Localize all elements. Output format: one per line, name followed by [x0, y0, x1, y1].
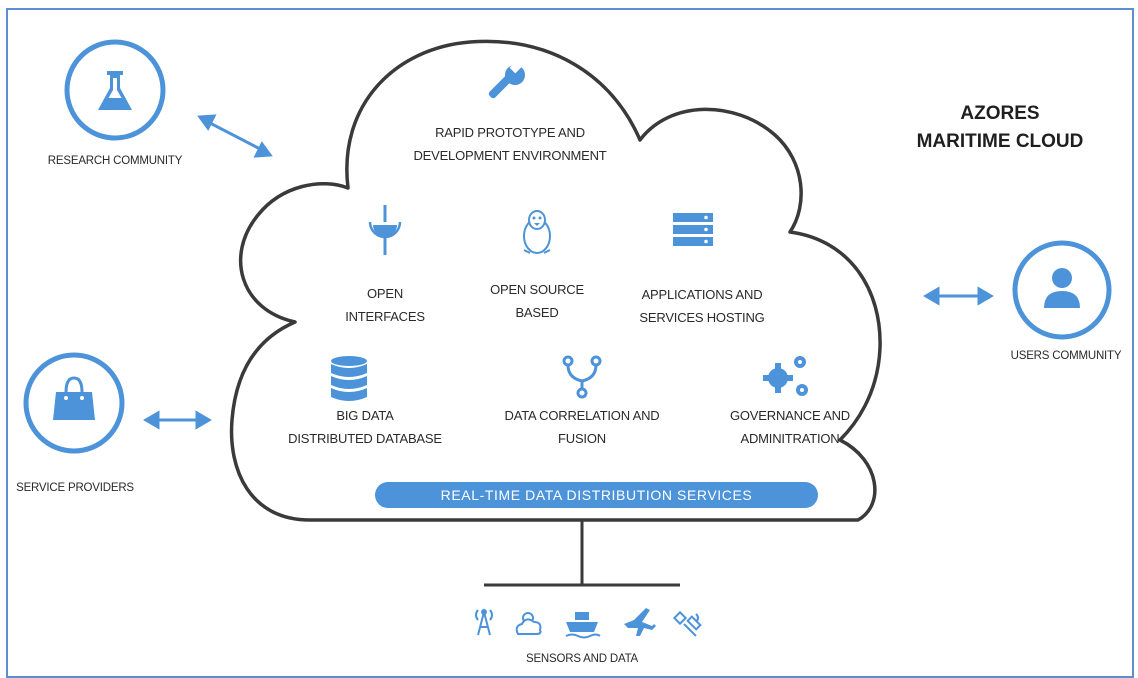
realtime-bar: [375, 482, 818, 508]
bigdata-line-2: DISTRIBUTED DATABASE: [288, 431, 442, 446]
title-line-1: AZORES: [960, 103, 1040, 124]
open-source-line-1: OPEN SOURCE: [490, 282, 584, 297]
fork-icon: [562, 355, 602, 399]
linux-penguin-icon: [523, 210, 551, 254]
rapid-line-1: RAPID PROTOTYPE AND: [435, 125, 585, 140]
diagram-title: AZORES MARITIME CLOUD: [900, 100, 1100, 156]
shopping-bag-icon: [53, 376, 95, 420]
governance-label: GOVERNANCE AND ADMINITRATION: [710, 404, 870, 450]
users-community-label: USERS COMMUNITY: [1010, 350, 1122, 362]
open-interfaces-label: OPEN INTERFACES: [335, 282, 435, 328]
service-arrow: [143, 410, 212, 430]
open-interfaces-line-2: INTERFACES: [345, 309, 425, 324]
cloud-shape: [229, 39, 882, 522]
fusion-line-1: DATA CORRELATION AND: [504, 408, 660, 423]
hosting-line-1: APPLICATIONS AND: [641, 287, 763, 302]
open-source-line-2: BASED: [515, 305, 559, 320]
weather-icon: [515, 612, 542, 635]
wrench-icon: [488, 60, 525, 99]
interface-plug-icon: [368, 205, 402, 255]
rapid-prototype-label: RAPID PROTOTYPE AND DEVELOPMENT ENVIRONM…: [400, 121, 620, 167]
research-community-label: RESEARCH COMMUNITY: [47, 155, 183, 167]
user-icon: [1044, 268, 1080, 308]
sensors-label: SENSORS AND DATA: [525, 653, 639, 665]
service-providers-label: SERVICE PROVIDERS: [16, 482, 134, 494]
users-arrow: [923, 286, 994, 306]
satellite-icon: [672, 610, 702, 637]
hosting-line-2: SERVICES HOSTING: [639, 310, 765, 325]
users-circle: [1012, 240, 1112, 340]
database-icon: [331, 356, 367, 401]
realtime-bar-label: REAL-TIME DATA DISTRIBUTION SERVICES: [440, 487, 753, 503]
governance-line-1: GOVERNANCE AND: [729, 408, 850, 423]
airplane-icon: [624, 608, 656, 636]
open-interfaces-line-1: OPEN: [366, 286, 404, 301]
bigdata-line-1: BIG DATA: [336, 408, 394, 423]
hosting-label: APPLICATIONS AND SERVICES HOSTING: [617, 283, 787, 329]
open-source-label: OPEN SOURCE BASED: [472, 278, 602, 324]
antenna-icon: [475, 608, 493, 636]
governance-line-2: ADMINITRATION: [740, 431, 840, 446]
flask-icon: [98, 71, 132, 110]
title-line-2: MARITIME CLOUD: [916, 131, 1084, 152]
fusion-line-2: FUSION: [558, 431, 606, 446]
gears-icon: [763, 356, 808, 396]
rapid-line-2: DEVELOPMENT ENVIRONMENT: [413, 148, 607, 163]
fusion-label: DATA CORRELATION AND FUSION: [482, 404, 682, 450]
research-arrow: [197, 114, 273, 158]
ship-icon: [565, 612, 601, 639]
bigdata-label: BIG DATA DISTRIBUTED DATABASE: [275, 404, 455, 450]
server-rack-icon: [673, 213, 713, 246]
